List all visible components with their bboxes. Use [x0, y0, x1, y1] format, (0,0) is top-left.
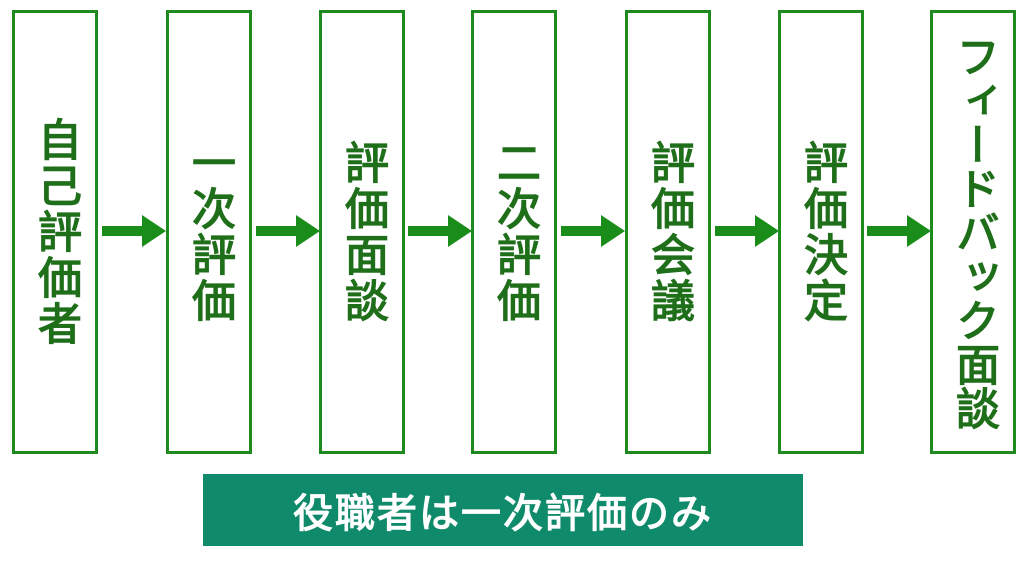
note-banner: 役職者は一次評価のみ — [203, 474, 803, 546]
step-first-evaluation-label: 一次評価 — [184, 140, 235, 324]
step-self-evaluation-label: 自己評価者 — [30, 117, 81, 347]
arrow-right-icon — [102, 213, 166, 249]
arrow-right-icon — [561, 213, 625, 249]
step-evaluation-decision-label: 評価決定 — [796, 140, 847, 324]
step-evaluation-interview-box: 評価面談 — [319, 10, 405, 454]
step-evaluation-decision-box: 評価決定 — [778, 10, 864, 454]
step-second-evaluation-box: 二次評価 — [471, 10, 557, 454]
note-label: 役職者は一次評価のみ — [293, 491, 713, 537]
step-self-evaluation-box: 自己評価者 — [12, 10, 98, 454]
step-evaluation-meeting-label: 評価会議 — [643, 140, 694, 324]
arrow-right-icon — [256, 213, 320, 249]
step-first-evaluation-box: 一次評価 — [166, 10, 252, 454]
arrow-right-icon — [867, 213, 931, 249]
step-second-evaluation-label: 二次評価 — [489, 140, 540, 324]
step-feedback-interview-label: フィードバック面談 — [948, 34, 999, 430]
arrow-right-icon — [715, 213, 779, 249]
step-feedback-interview-box: フィードバック面談 — [930, 10, 1016, 454]
arrow-right-icon — [408, 213, 472, 249]
step-evaluation-meeting-box: 評価会議 — [625, 10, 711, 454]
step-evaluation-interview-label: 評価面談 — [337, 140, 388, 324]
